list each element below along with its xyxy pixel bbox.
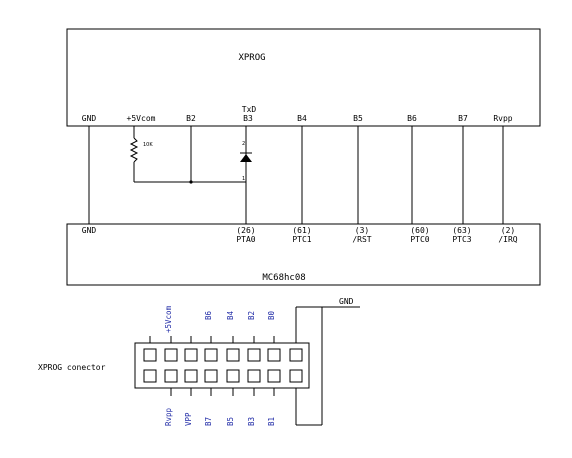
connector-pin-top-4 xyxy=(204,348,218,362)
xprog-pin-b7: B7 xyxy=(458,114,468,123)
connector-label-b4: B4 xyxy=(226,310,235,320)
mcu-pin-rst: /RST xyxy=(352,235,371,244)
connector-pin-bottom-8 xyxy=(289,369,303,383)
connector-label-b3: B3 xyxy=(247,417,256,426)
connector-pin-bottom-5 xyxy=(226,369,240,383)
connector-label-b0: B0 xyxy=(267,310,276,320)
diode-pin-2: 2 xyxy=(242,141,245,147)
connector-pin-top-1 xyxy=(143,348,157,362)
mcu-pin-gnd: GND xyxy=(82,226,97,235)
connector-label-b7: B7 xyxy=(204,417,213,426)
mcu-block-title: MC68hc08 xyxy=(262,273,305,283)
xprog-pin-b4: B4 xyxy=(297,114,307,123)
connector-label-b6: B6 xyxy=(204,310,213,320)
connector-pin-bottom-1 xyxy=(143,369,157,383)
connector-label-vpp: VPP xyxy=(184,412,193,426)
mcu-pin-num-irq: (2) xyxy=(501,226,515,235)
connector-pin-bottom-6 xyxy=(247,369,261,383)
mcu-pin-ptc3: PTC3 xyxy=(452,235,471,244)
connector-label: XPROG conector xyxy=(38,363,106,372)
connector-label-b2: B2 xyxy=(247,311,256,320)
connector-pin-bottom-7 xyxy=(267,369,281,383)
connector-pin-top-3 xyxy=(184,348,198,362)
xprog-block-title: XPROG xyxy=(238,53,265,63)
xprog-pin-b6: B6 xyxy=(407,114,417,123)
connector-pin-bottom-3 xyxy=(184,369,198,383)
xprog-pin-b2: B2 xyxy=(186,114,196,123)
xprog-pin-gnd: GND xyxy=(82,114,97,123)
connector-gnd-label: GND xyxy=(339,297,354,306)
interconnect-wires xyxy=(88,126,504,224)
mcu-pin-pta0: PTA0 xyxy=(236,235,255,244)
connector-pin-top-2 xyxy=(164,348,178,362)
connector-pin-bottom-2 xyxy=(164,369,178,383)
mcu-pin-irq: /IRQ xyxy=(498,235,517,244)
diode-symbol xyxy=(240,152,252,162)
junction-dot xyxy=(189,180,193,184)
mcu-pin-num-ptc3: (63) xyxy=(452,226,471,235)
mcu-pin-num-ptc1: (61) xyxy=(292,226,311,235)
xprog-block xyxy=(66,28,541,127)
connector-pin-top-8 xyxy=(289,348,303,362)
mcu-pin-num-ptc0: (60) xyxy=(410,226,429,235)
resistor-symbol xyxy=(129,137,139,163)
connector-pin-top-5 xyxy=(226,348,240,362)
connector-gnd-wire xyxy=(295,306,360,426)
connector-pin-bottom-4 xyxy=(204,369,218,383)
mcu-pin-num-pta0: (26) xyxy=(236,226,255,235)
mcu-pin-ptc0: PTC0 xyxy=(410,235,429,244)
connector-label-5vcom: +5Vcom xyxy=(164,305,173,333)
connector-label-rvpp: Rvpp xyxy=(164,407,173,426)
xprog-pin-rvpp: Rvpp xyxy=(493,114,512,123)
connector-header xyxy=(134,342,310,389)
xprog-pin-b5: B5 xyxy=(353,114,363,123)
connector-pin-top-7 xyxy=(267,348,281,362)
xprog-pin-txd: TxD xyxy=(242,105,257,114)
mcu-block xyxy=(66,223,541,286)
resistor-value: 10K xyxy=(143,142,153,148)
connector-label-b5: B5 xyxy=(226,417,235,426)
connector-body xyxy=(134,342,310,389)
mcu-pin-ptc1: PTC1 xyxy=(292,235,311,244)
connector-label-b1: B1 xyxy=(267,417,276,426)
mcu-pin-num-rst: (3) xyxy=(355,226,369,235)
connector-pin-top-6 xyxy=(247,348,261,362)
diode-pin-1: 1 xyxy=(242,176,245,182)
xprog-pin-5vcom: +5Vcom xyxy=(127,114,156,123)
xprog-pin-b3: B3 xyxy=(243,114,253,123)
